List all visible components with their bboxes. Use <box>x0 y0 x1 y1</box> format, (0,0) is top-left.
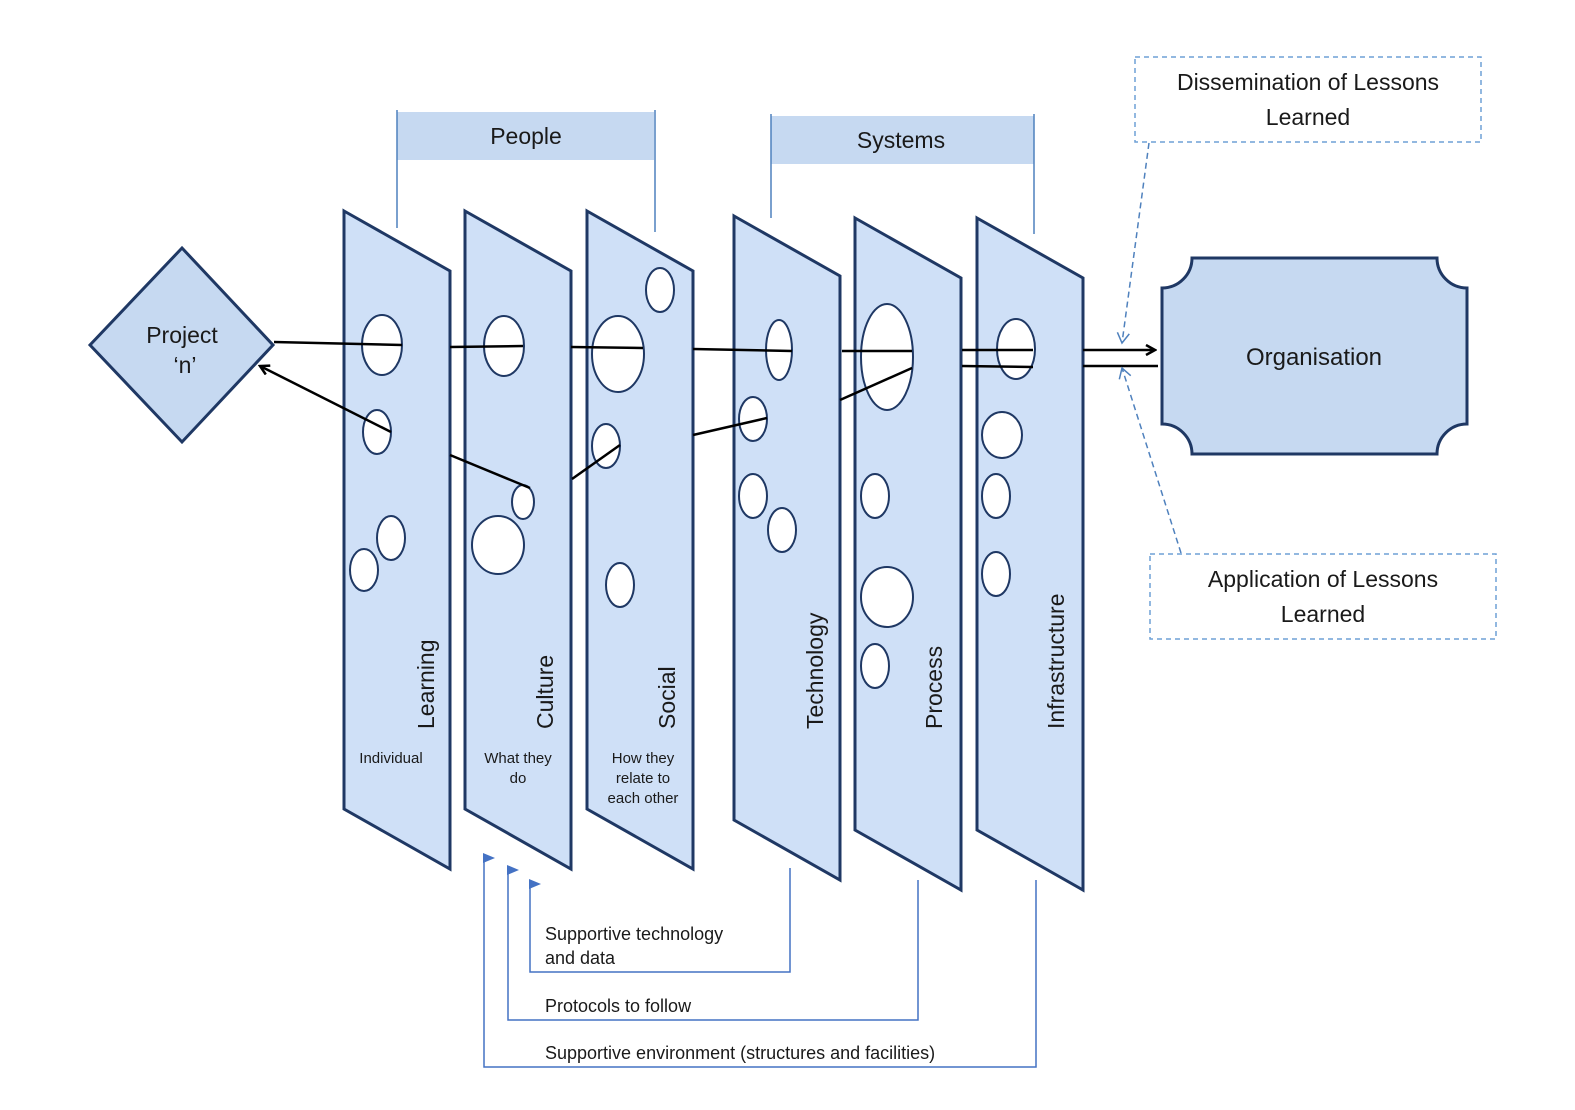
panel-culture-label: Culture <box>532 655 558 729</box>
people-header-bar <box>397 112 654 160</box>
panel-culture-sublabel-1: What they <box>484 750 552 767</box>
dissemination-box <box>1134 56 1482 143</box>
organisation-node: Organisation <box>1160 256 1469 456</box>
hole <box>376 515 406 561</box>
dissemination-label-2: Learned <box>1266 104 1350 130</box>
hole <box>860 643 890 689</box>
people-group-header: People <box>396 110 656 232</box>
systems-header-bar <box>771 116 1034 164</box>
hole <box>349 548 379 592</box>
hole <box>860 473 890 519</box>
dissemination-label-1: Dissemination of Lessons <box>1177 69 1439 95</box>
panel-infrastructure <box>975 215 1085 893</box>
support-technology-connector <box>529 868 791 973</box>
application-callout: Application of Lessons Learned <box>1118 366 1497 640</box>
return-to-project-arrow <box>260 366 392 434</box>
hole <box>605 562 635 608</box>
return-segment <box>449 453 531 490</box>
hole <box>767 507 797 553</box>
hole <box>860 566 914 628</box>
hole <box>860 303 914 411</box>
return-segment <box>571 443 621 481</box>
application-label-2: Learned <box>1281 601 1365 627</box>
support-technology-label-2: and data <box>545 948 616 968</box>
panel-social-sublabel-1: How they <box>612 750 675 767</box>
application-label-1: Application of Lessons <box>1208 566 1438 592</box>
return-segment <box>692 416 768 437</box>
systems-header-label: Systems <box>857 127 945 153</box>
hole <box>471 515 525 575</box>
people-header-label: People <box>490 123 562 149</box>
hole <box>645 267 675 313</box>
hole <box>738 473 768 519</box>
project-diamond <box>87 245 276 445</box>
panel-culture-sublabel-2: do <box>510 770 527 787</box>
application-box <box>1149 553 1497 640</box>
panel-social-sublabel-3: each other <box>608 790 679 807</box>
support-environment-label: Supportive environment (structures and f… <box>545 1043 935 1063</box>
panel-social-sublabel-2: relate to <box>616 770 670 787</box>
systems-group-header: Systems <box>770 114 1035 234</box>
organisation-box <box>1160 256 1469 456</box>
panel-infrastructure-label: Infrastructure <box>1043 594 1069 730</box>
panel-social-label: Social <box>654 666 680 729</box>
panel-holes <box>349 267 1036 689</box>
project-node: Project ‘n’ <box>87 245 276 445</box>
support-protocols-connector <box>507 865 919 1021</box>
hole <box>981 551 1011 597</box>
flow-segment <box>273 340 403 347</box>
application-arrow <box>1118 366 1182 554</box>
panel-learning-label: Learning <box>413 639 439 729</box>
hole <box>981 411 1023 459</box>
support-protocols-label: Protocols to follow <box>545 996 692 1016</box>
flow-segment <box>570 345 644 350</box>
flow-segment <box>449 344 524 349</box>
support-technology-label-1: Supportive technology <box>545 924 723 944</box>
systems-bracket <box>770 114 1035 234</box>
dissemination-callout: Dissemination of Lessons Learned <box>1116 56 1482 345</box>
return-segment <box>839 366 913 402</box>
flow-segment <box>961 364 1034 369</box>
dissemination-arrow <box>1116 142 1150 345</box>
people-bracket <box>396 110 656 232</box>
panel-process-label: Process <box>921 646 947 729</box>
panel-learning-sublabel: Individual <box>359 750 422 767</box>
project-label-2: ‘n’ <box>173 352 196 378</box>
flow-segment <box>692 347 793 353</box>
support-environment-connector <box>483 853 1037 1068</box>
flow-lines <box>260 340 1158 490</box>
hole <box>981 473 1011 519</box>
panel-technology-label: Technology <box>802 612 828 729</box>
support-connectors <box>483 853 1037 1068</box>
organisation-label: Organisation <box>1246 344 1382 371</box>
panel-infrastructure-shape <box>975 215 1085 893</box>
project-label-1: Project <box>146 322 218 348</box>
hole <box>511 484 535 520</box>
hole <box>362 409 392 455</box>
hole <box>591 315 645 393</box>
